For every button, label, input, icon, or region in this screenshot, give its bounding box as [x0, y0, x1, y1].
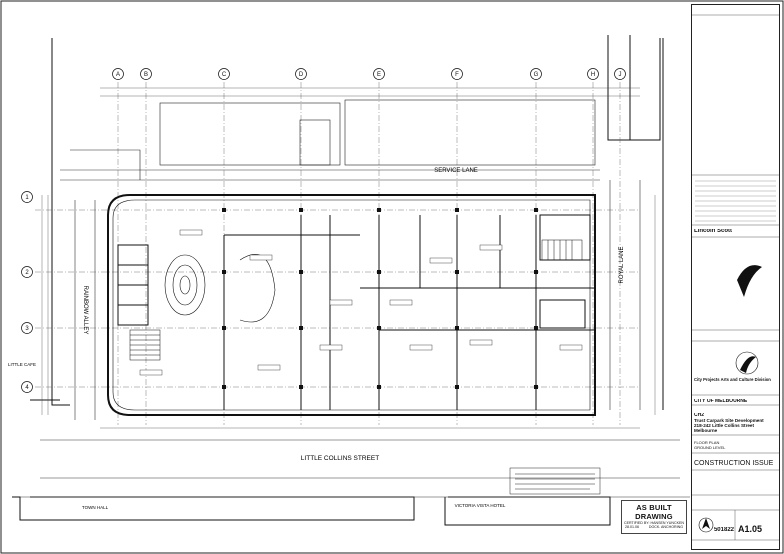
as-built-stamp: AS BUILT DRAWING CERTIFIED BY: HANSEN YU…: [621, 500, 687, 534]
grid-lines: [35, 82, 640, 425]
stairs: [129, 239, 583, 361]
interior-walls: [117, 214, 595, 410]
spiral-feature: [164, 254, 276, 323]
notes-box: [509, 467, 601, 495]
grid-col-label: A: [116, 72, 120, 78]
project-address: 218-242 Little Collins Street: [694, 423, 754, 428]
stamp-title: AS BUILT DRAWING: [635, 503, 673, 521]
label-service-lane: SERVICE LANE: [434, 168, 478, 174]
grid-col-label: H: [591, 72, 595, 78]
label-little-collins-street: LITTLE COLLINS STREET: [301, 455, 379, 462]
project-no: CH2: [694, 413, 705, 418]
grid-row-label: 4: [25, 385, 29, 391]
grid-col-label: D: [299, 72, 304, 78]
label-town-hall: TOWN HALL: [82, 505, 109, 510]
stamp-note: DOCK. ANCHORING: [648, 525, 683, 530]
city-logo: [735, 351, 759, 375]
site-boundary: [12, 35, 664, 526]
drawing-title: FLOOR PLAN: [694, 440, 720, 445]
grid-row-label: 3: [25, 326, 29, 332]
client-name: CITY OF MELBOURNE: [694, 399, 748, 404]
consultant-name: Lincoln Scott: [694, 229, 732, 234]
label-rainbow-alley: RAINBOW ALLEY: [82, 286, 88, 335]
status: CONSTRUCTION ISSUE: [694, 460, 774, 467]
grid-row-label: 1: [25, 195, 29, 201]
stamp-certified: CERTIFIED BY: HANSEN YUNCKEN: [624, 521, 684, 525]
grid-col-label: J: [619, 72, 622, 78]
grid-col-label: B: [144, 72, 148, 78]
street-lines: [20, 169, 690, 498]
grid-col-label: C: [222, 72, 227, 78]
grid-col-label: F: [455, 72, 459, 78]
label-little-cafe: LITTLE CAFE: [8, 362, 36, 367]
grid-col-label: E: [377, 72, 381, 78]
grid-row-label: 2: [25, 270, 29, 276]
consultant-logo: [737, 265, 762, 297]
adjacent-buildings: [70, 99, 596, 180]
drawing-number: A1.05: [738, 524, 763, 534]
annotation-tags: [139, 229, 583, 376]
stamp-date: 28.01.06: [625, 525, 639, 530]
building-outline: [107, 194, 596, 416]
structural-columns: [222, 208, 538, 389]
grid-col-label: G: [534, 72, 539, 78]
job-number: 501822: [713, 527, 734, 533]
title-block: Lincoln Scott City Projects Arts and Cul…: [691, 4, 780, 550]
dimension-lines: [41, 87, 656, 429]
grid-bubbles: [21, 68, 626, 393]
label-victoria-vista-hotel: VICTORIA VISTA HOTEL: [455, 503, 506, 508]
project-city: Melbourne: [694, 428, 718, 433]
client-dept: City Projects Arts and Culture Division: [694, 377, 771, 382]
drawing-subtitle: GROUND LEVEL: [694, 445, 726, 450]
label-royal-lane: ROYAL LANE: [619, 246, 625, 283]
project-title: Trust Carpark Site Development: [694, 418, 764, 423]
title-block-frame: [692, 14, 779, 541]
